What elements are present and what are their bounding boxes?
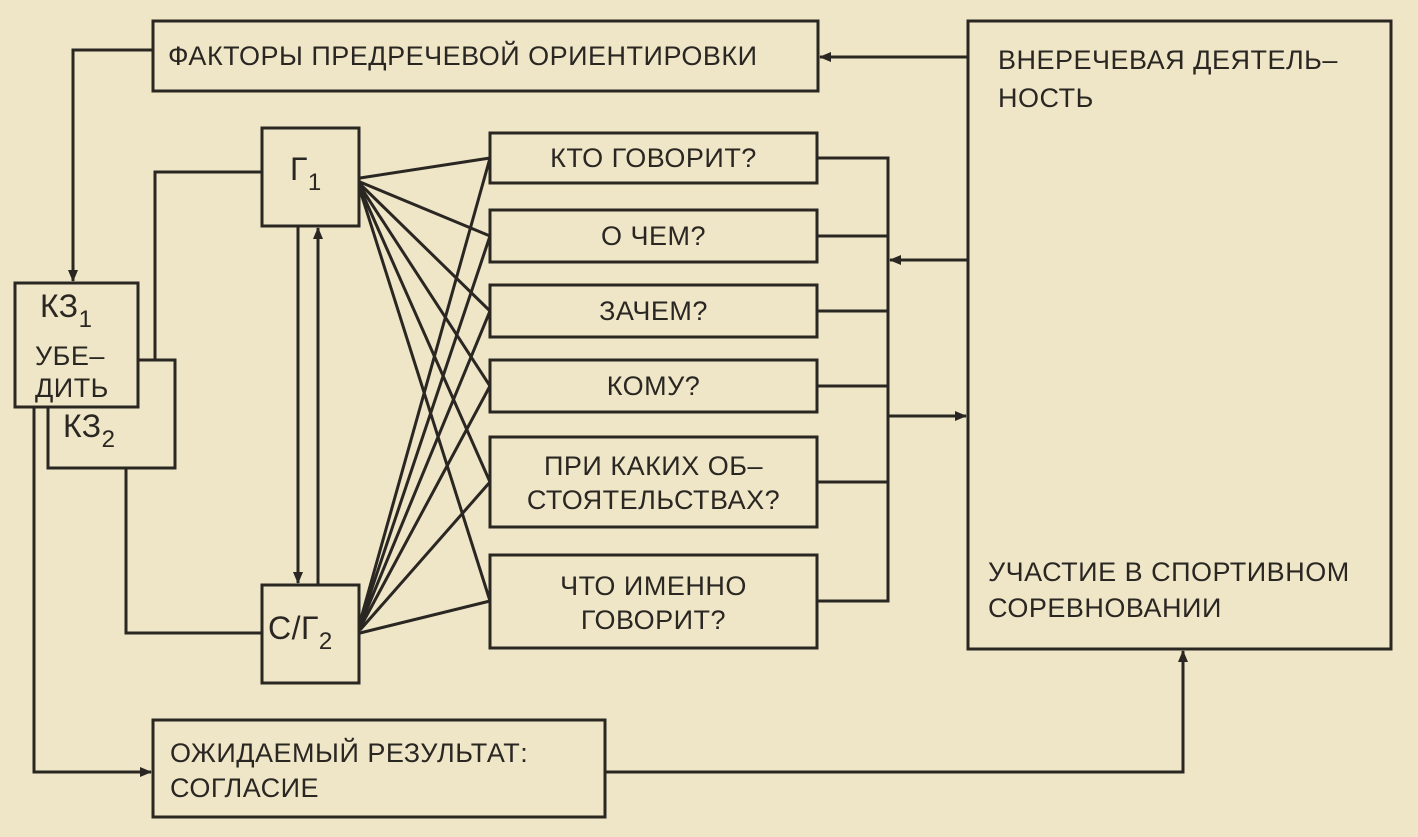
- question-6-line2: ГОВОРИТ?: [580, 605, 727, 635]
- kz1-label: КЗ1: [40, 288, 92, 333]
- activity-label-top-2: НОСТЬ: [998, 83, 1094, 113]
- arrow-factors-kz1: [68, 48, 153, 282]
- kz1-line2: УБЕ–: [35, 341, 105, 371]
- activity-label-top-1: ВНЕРЕЧЕВАЯ ДЕЯТЕЛЬ–: [998, 45, 1338, 75]
- kz1-main: КЗ: [40, 288, 79, 324]
- question-1: КТО ГОВОРИТ?: [550, 143, 757, 173]
- kz2-subscript: 2: [101, 426, 116, 453]
- factors-label: ФАКТОРЫ ПРЕДРЕЧЕВОЙ ОРИЕНТИРОВКИ: [168, 41, 758, 71]
- question-6-line1: ЧТО ИМЕННО: [560, 571, 747, 601]
- feedback-bus: [817, 156, 890, 603]
- result-line2: СОГЛАСИЕ: [170, 773, 320, 803]
- activity-box: [966, 19, 1393, 651]
- g2-subscript: 2: [318, 628, 333, 655]
- link-kz-g1: [153, 170, 262, 360]
- kz1-box: [13, 281, 140, 409]
- kz1-subscript: 1: [78, 306, 93, 333]
- question-2: О ЧЕМ?: [600, 221, 706, 251]
- g1-label: Г1: [290, 151, 322, 196]
- activity-label-bottom-2: СОРЕВНОВАНИИ: [988, 593, 1222, 623]
- fan-lines-g2: [358, 157, 492, 635]
- question-4: КОМУ?: [606, 371, 701, 401]
- g2-main: С/Г: [268, 610, 319, 646]
- question-5-line2: СТОЯТЕЛЬСТВАХ?: [526, 485, 781, 515]
- link-kz-g2: [124, 468, 262, 635]
- result-line1: ОЖИДАЕМЫЙ РЕЗУЛЬТАТ:: [170, 738, 529, 768]
- kz2-label: КЗ2: [63, 408, 115, 453]
- result-box: [151, 718, 607, 819]
- kz1-line3: ДИТЬ: [35, 373, 109, 403]
- question-5-line1: ПРИ КАКИХ ОБ–: [544, 451, 763, 481]
- arrow-result-activity: [605, 650, 1188, 774]
- g1-box: [260, 126, 361, 228]
- activity-label-bottom-1: УЧАСТИЕ В СПОРТИВНОМ: [988, 557, 1350, 587]
- g1-main: Г: [290, 151, 308, 187]
- question-3: ЗАЧЕМ?: [599, 296, 708, 326]
- arrow-kz1-result: [32, 407, 152, 777]
- kz2-main: КЗ: [63, 408, 102, 444]
- g1-subscript: 1: [307, 169, 322, 196]
- g2-label: С/Г2: [268, 610, 333, 655]
- factors-box: [151, 19, 820, 93]
